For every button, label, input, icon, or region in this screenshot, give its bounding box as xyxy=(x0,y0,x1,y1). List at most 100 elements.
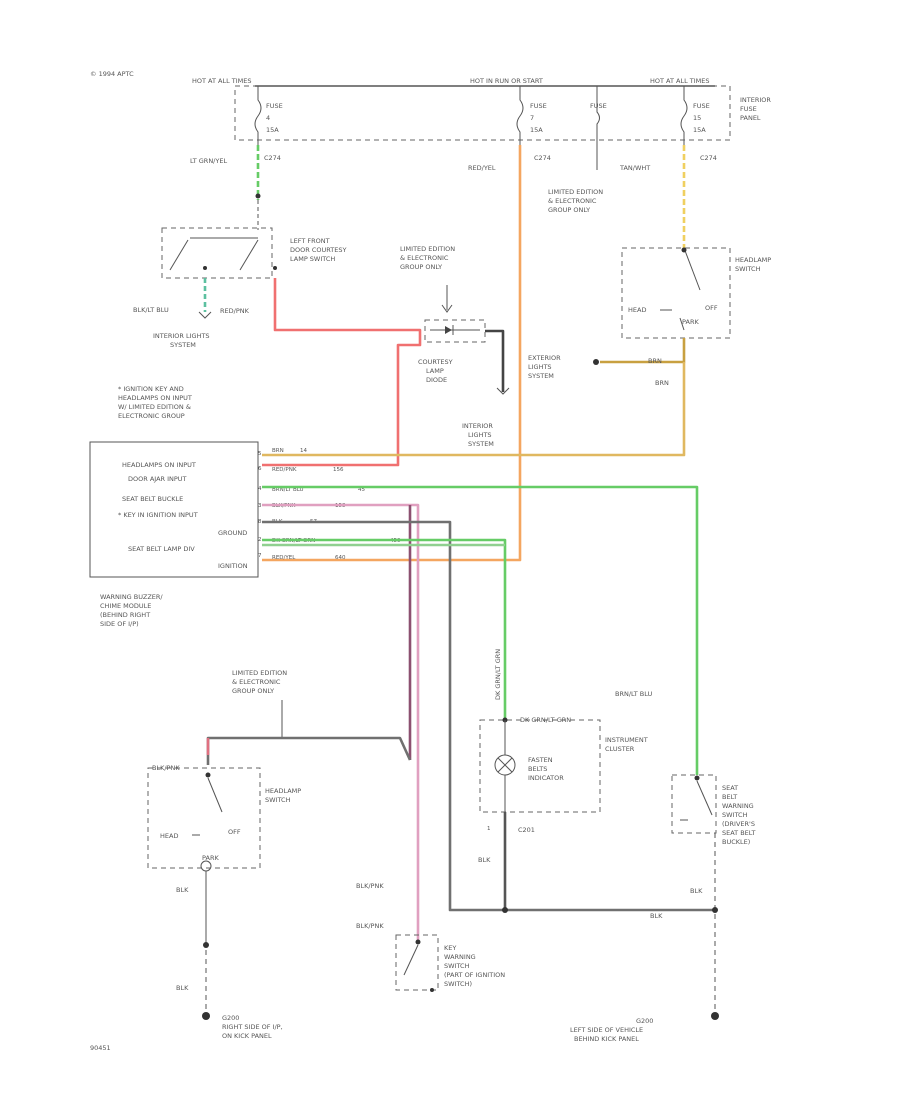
svg-text:DK GRN/LT GRN: DK GRN/LT GRN xyxy=(520,716,571,724)
wire-red-pnk xyxy=(262,278,422,467)
g200-left-l3: BEHIND KICK PANEL xyxy=(574,1035,639,1043)
svg-text:PARK: PARK xyxy=(202,854,219,862)
wire-blk-label-1: BLK xyxy=(176,886,189,894)
fuse-panel-label-3: PANEL xyxy=(740,114,761,122)
module-pin-label-3: SEAT BELT BUCKLE xyxy=(122,495,183,503)
hot-in-run-label: HOT IN RUN OR START xyxy=(470,77,543,85)
g200-left-l1: G200 xyxy=(636,1017,653,1025)
c201-pin: 1 xyxy=(487,826,491,832)
left-front-door-switch: LEFT FRONT DOOR COURTESY LAMP SWITCH xyxy=(161,227,346,279)
svg-text:KEY: KEY xyxy=(444,944,456,952)
svg-text:14: 14 xyxy=(300,448,307,454)
svg-text:156: 156 xyxy=(333,467,344,473)
module-caption-l3: (BEHIND RIGHT xyxy=(100,611,150,619)
module-pin-label-4: * KEY IN IGNITION INPUT xyxy=(118,511,198,519)
fuse-15: FUSE 15 15A C274 xyxy=(680,86,717,162)
svg-text:COURTESY: COURTESY xyxy=(418,358,453,366)
svg-text:(PART OF IGNITION: (PART OF IGNITION xyxy=(444,971,505,979)
svg-text:WARNING: WARNING xyxy=(722,802,754,810)
svg-text:7: 7 xyxy=(530,114,534,122)
connector-c274-1: C274 xyxy=(264,154,281,162)
svg-text:SWITCH: SWITCH xyxy=(265,796,291,804)
wire-lt-grn-yel-label: LT GRN/YEL xyxy=(190,157,227,165)
svg-text:6: 6 xyxy=(258,466,262,472)
svg-text:3: 3 xyxy=(258,503,262,509)
limited-edition-2-l1: LIMITED EDITION xyxy=(400,245,455,253)
g200-right-l3: ON KICK PANEL xyxy=(222,1032,272,1040)
exterior-lights-l2: LIGHTS xyxy=(528,363,552,371)
module-caption-l2: CHIME MODULE xyxy=(100,602,151,610)
svg-text:SWITCH: SWITCH xyxy=(722,811,748,819)
fuse-7: FUSE 7 15A C274 xyxy=(516,86,551,162)
limited-edition-1-l1: LIMITED EDITION xyxy=(548,188,603,196)
hot-at-all-times-label-2: HOT AT ALL TIMES xyxy=(650,77,710,85)
ignition-note-l1: * IGNITION KEY AND xyxy=(118,385,184,393)
module-pin-label-7: IGNITION xyxy=(218,562,248,570)
instrument-cluster: DK GRN/LT GRN FASTEN BELTS INDICATOR INS… xyxy=(479,716,648,813)
svg-text:SEAT: SEAT xyxy=(722,784,738,792)
svg-text:2: 2 xyxy=(258,537,262,543)
wire-dk-grn-lt-grn xyxy=(262,538,507,720)
module-caption-l4: SIDE OF I/P) xyxy=(100,620,139,628)
wire-blk-label-2: BLK xyxy=(176,984,189,992)
svg-text:15A: 15A xyxy=(266,126,279,134)
module-caption-l1: WARNING BUZZER/ xyxy=(100,593,163,601)
key-warning-switch: KEY WARNING SWITCH (PART OF IGNITION SWI… xyxy=(395,934,505,992)
svg-text:SEAT BELT: SEAT BELT xyxy=(722,829,756,837)
wire-diode-to-interior xyxy=(485,329,505,392)
interior-lights-system-2-l3: SYSTEM xyxy=(468,440,494,448)
ignition-note-l2: HEADLAMPS ON INPUT xyxy=(118,394,192,402)
svg-text:FUSE: FUSE xyxy=(590,102,607,110)
svg-text:INSTRUMENT: INSTRUMENT xyxy=(605,736,648,744)
svg-text:SWITCH): SWITCH) xyxy=(444,980,472,988)
wire-brn-lt-blu xyxy=(262,485,699,775)
wire-tan-wht-label: TAN/WHT xyxy=(619,164,650,172)
module-pin-label-5: GROUND xyxy=(218,529,247,537)
wire-red-pnk-label: RED/PNK xyxy=(220,307,250,315)
pin-wire-label-2: RED/PNK xyxy=(272,467,297,473)
fuse-panel-label-2: FUSE xyxy=(740,105,757,113)
interior-lights-system-2-l1: INTERIOR xyxy=(462,422,493,430)
svg-text:SWITCH: SWITCH xyxy=(735,265,761,273)
seat-belt-warning-switch: SEAT BELT WARNING SWITCH (DRIVER'S SEAT … xyxy=(671,774,756,846)
wire-blk-pnk-branch xyxy=(206,736,412,765)
module-pin-label-1: HEADLAMPS ON INPUT xyxy=(122,461,196,469)
svg-text:FUSE: FUSE xyxy=(530,102,547,110)
svg-text:15: 15 xyxy=(693,114,701,122)
svg-text:8: 8 xyxy=(258,519,262,525)
pin-wire-label-3: BRN/LT BLU xyxy=(272,487,304,493)
limited-edition-3-l1: LIMITED EDITION xyxy=(232,669,287,677)
limited-edition-2-l2: & ELECTRONIC xyxy=(400,254,449,262)
wire-brn-exterior xyxy=(600,338,686,364)
svg-text:OFF: OFF xyxy=(228,828,241,836)
wire-blk-ground xyxy=(262,520,715,912)
wire-brn-label-1: BRN xyxy=(648,357,662,365)
svg-text:45: 45 xyxy=(358,487,365,493)
wire-blk-label-3: BLK xyxy=(478,856,491,864)
wire-blk-pnk xyxy=(262,503,420,940)
g200-right-l1: G200 xyxy=(222,1014,239,1022)
pin-wire-label-1: BRN xyxy=(272,448,284,454)
limited-edition-3-l3: GROUP ONLY xyxy=(232,687,274,695)
wire-brn-headlamps-on xyxy=(262,362,686,457)
wire-blk-lt-blu-label: BLK/LT BLU xyxy=(133,306,169,314)
svg-text:INDICATOR: INDICATOR xyxy=(528,774,564,782)
limited-edition-1-l3: GROUP ONLY xyxy=(548,206,590,214)
svg-text:CLUSTER: CLUSTER xyxy=(605,745,635,753)
svg-text:HEAD: HEAD xyxy=(628,306,646,314)
warning-chime-module: HEADLAMPS ON INPUT DOOR AJAR INPUT SEAT … xyxy=(89,441,262,578)
svg-text:FASTEN: FASTEN xyxy=(528,756,553,764)
exterior-lights-l1: EXTERIOR xyxy=(528,354,561,362)
wire-blk-label-4: BLK xyxy=(690,887,703,895)
svg-text:HEADLAMP: HEADLAMP xyxy=(265,787,301,795)
headlamp-switch-top: HEADLAMP SWITCH HEAD OFF PARK xyxy=(621,247,771,339)
wire-blk-pnk-label-3: BLK/PNK xyxy=(356,922,384,930)
ignition-note-l3: W/ LIMITED EDITION & xyxy=(118,403,191,411)
hot-at-all-times-label: HOT AT ALL TIMES xyxy=(192,77,252,85)
svg-text:LAMP: LAMP xyxy=(426,367,444,375)
svg-text:DIODE: DIODE xyxy=(426,376,447,384)
wire-dk-grn-lt-grn-label: DK GRN/LT GRN xyxy=(494,649,502,700)
interior-lights-system-l2: SYSTEM xyxy=(170,341,196,349)
svg-text:PARK: PARK xyxy=(682,318,699,326)
